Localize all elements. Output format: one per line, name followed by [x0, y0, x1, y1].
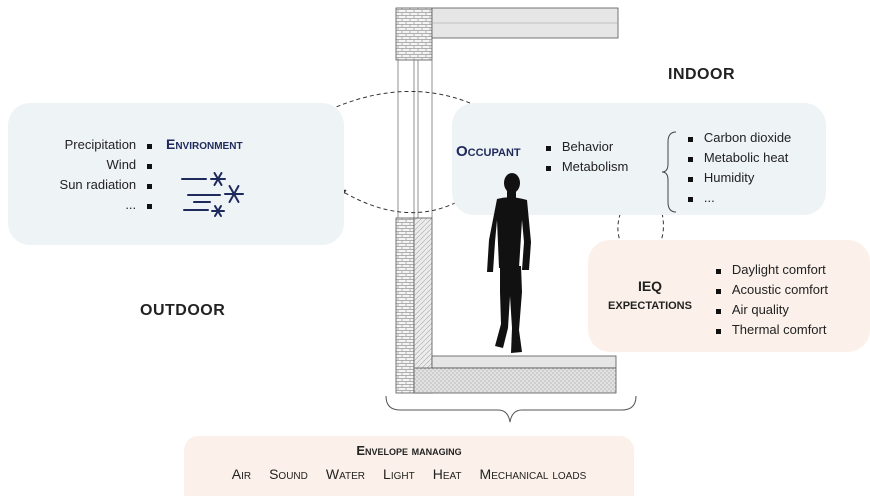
bullet-icon — [716, 329, 721, 334]
envelope-brace — [385, 395, 637, 423]
indoor-label: INDOOR — [668, 66, 735, 83]
bullet-icon — [546, 146, 551, 151]
envelope-item: Mechanical loads — [479, 466, 587, 482]
occupant-output-item: ... — [688, 190, 791, 210]
envelope-item: Heat — [432, 466, 462, 482]
ieq-panel — [588, 240, 870, 352]
bullet-icon — [716, 269, 721, 274]
envelope-item: Air — [231, 466, 252, 482]
bullet-icon — [716, 289, 721, 294]
bullet-icon — [688, 197, 693, 202]
envelope-items: Air Sound Water Light Heat Mechanical lo… — [184, 466, 634, 482]
bullet-icon — [688, 137, 693, 142]
walking-person-icon — [487, 173, 531, 353]
bullet-icon — [147, 164, 152, 169]
environment-title: Environment — [166, 136, 243, 152]
outdoor-label: OUTDOOR — [140, 302, 226, 319]
occupant-output-brace — [661, 131, 677, 213]
occupant-title: Occupant — [456, 143, 521, 160]
ieq-item: Air quality — [716, 302, 828, 322]
bullet-icon — [147, 184, 152, 189]
ieq-title: IEQ EXPECTATIONS — [602, 278, 698, 312]
ieq-item: Acoustic comfort — [716, 282, 828, 302]
environment-list: Precipitation Wind Sun radiation ... — [20, 137, 152, 217]
ieq-title-line2: EXPECTATIONS — [608, 300, 692, 312]
ieq-title-line1: IEQ — [637, 278, 663, 294]
occupant-output-item: Carbon dioxide — [688, 130, 791, 150]
environment-item: ... — [20, 197, 152, 217]
bullet-icon — [147, 204, 152, 209]
lower-wall-brick — [395, 217, 415, 394]
window-glass — [397, 60, 433, 218]
floor-dotted — [413, 367, 617, 394]
wind-snow-icon — [181, 172, 244, 217]
lower-wall-insulation — [413, 217, 433, 394]
upper-wall-brick — [395, 7, 433, 61]
occupant-item: Behavior — [546, 139, 628, 159]
bullet-icon — [688, 157, 693, 162]
bullet-icon — [147, 144, 152, 149]
bullet-icon — [688, 177, 693, 182]
outdoor-environment-panel — [8, 103, 344, 245]
envelope-item: Light — [383, 466, 415, 482]
occupant-output-item: Humidity — [688, 170, 791, 190]
bullet-icon — [546, 166, 551, 171]
envelope-panel — [184, 436, 634, 496]
envelope-item: Water — [325, 466, 366, 482]
bullet-icon — [716, 309, 721, 314]
environment-item: Precipitation — [20, 137, 152, 157]
environment-item: Sun radiation — [20, 177, 152, 197]
envelope-title: Envelope managing — [356, 443, 462, 458]
occupant-list: Behavior Metabolism — [546, 139, 628, 179]
environment-item: Wind — [20, 157, 152, 177]
arrow-ieq-to-occupant — [617, 198, 631, 257]
ieq-item: Daylight comfort — [716, 262, 828, 282]
occupant-item: Metabolism — [546, 159, 628, 179]
occupant-output-item: Metabolic heat — [688, 150, 791, 170]
ieq-item: Thermal comfort — [716, 322, 828, 342]
occupant-output-list: Carbon dioxide Metabolic heat Humidity .… — [688, 130, 791, 210]
envelope-item: Sound — [269, 466, 308, 482]
arrow-occupant-to-environment — [338, 189, 469, 213]
ieq-list: Daylight comfort Acoustic comfort Air qu… — [716, 262, 828, 342]
